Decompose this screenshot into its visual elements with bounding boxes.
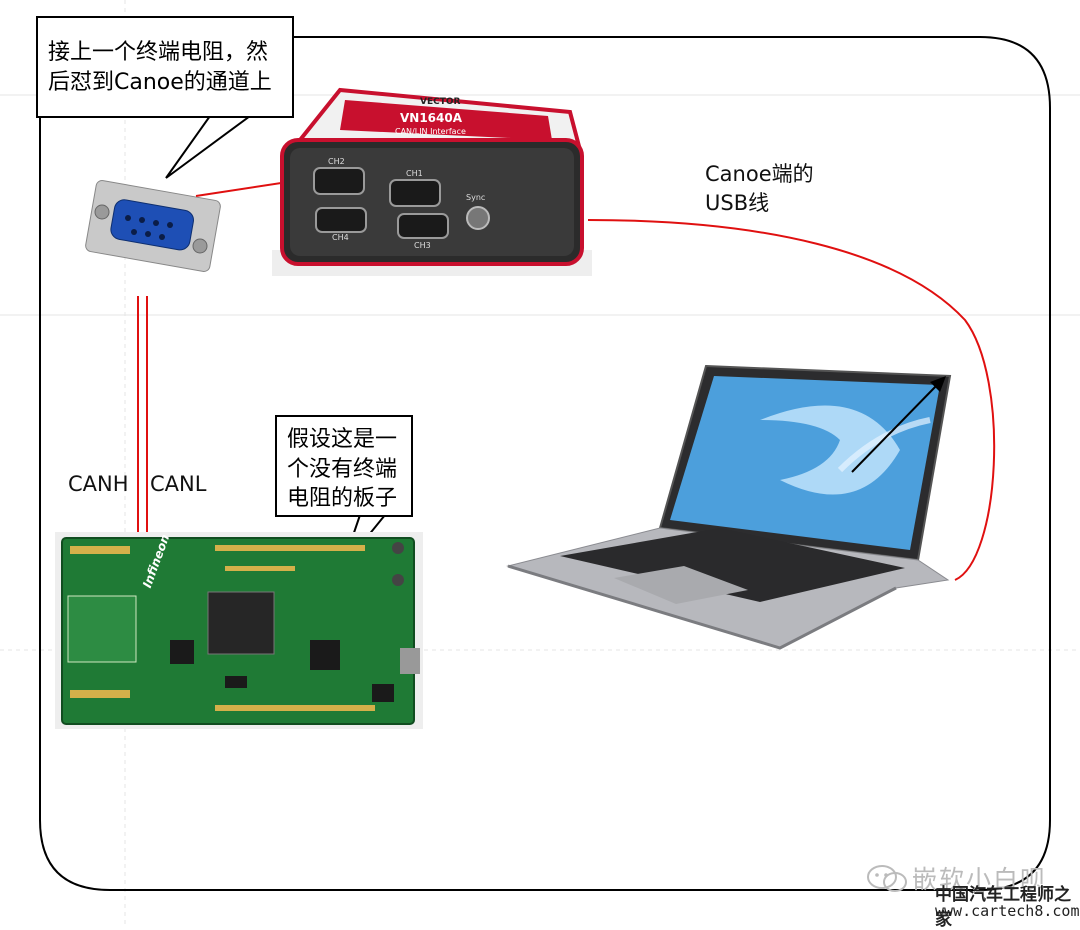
callout-board: 假设这是一个没有终端电阻的板子 <box>275 415 413 517</box>
interface-subtitle: CAN/LIN Interface <box>395 127 466 136</box>
usb-cable-label: Canoe端的USB线 <box>705 162 814 216</box>
callout-board-text: 假设这是一个没有终端电阻的板子 <box>287 427 398 512</box>
watermark-account: 嵌软小白呗 <box>912 865 1048 894</box>
port-ch3 <box>397 213 449 239</box>
callout-terminator-tail <box>165 115 254 179</box>
arrowhead-icon-black <box>930 376 946 392</box>
mcu-chip <box>207 591 275 655</box>
canh-label: CANH <box>68 472 129 496</box>
infineon-board: Infineon <box>55 532 423 729</box>
callout-terminator: 接上一个终端电阻，然后怼到Canoe的通道上 <box>36 16 294 118</box>
usb-cable <box>587 219 996 581</box>
watermark-site-name: 中国汽车工程师之家 <box>935 885 1071 930</box>
db9-terminator-icon <box>85 180 221 272</box>
callout-terminator-text: 接上一个终端电阻，然后怼到Canoe的通道上 <box>48 40 272 95</box>
interface-model: VN1640A <box>400 111 463 125</box>
vn1640a-interface: VECTOR VN1640A CAN/LIN Interface CH2 CH1… <box>272 87 592 276</box>
port-ch2 <box>313 167 365 195</box>
wechat-icon <box>867 865 907 892</box>
port-ch1 <box>389 179 441 207</box>
port-ch4 <box>315 207 367 233</box>
sync-label: Sync <box>466 193 485 202</box>
port-label-ch3: CH3 <box>414 241 431 250</box>
port-label-ch4: CH4 <box>332 233 349 242</box>
watermark-url: www.cartech8.com <box>935 902 1080 920</box>
interface-brand: VECTOR <box>420 97 461 107</box>
port-label-ch1: CH1 <box>406 169 423 178</box>
port-label-ch2: CH2 <box>328 157 345 166</box>
usb-to-laptop-arrow <box>851 383 939 473</box>
sync-port-icon <box>466 206 490 230</box>
laptop-icon <box>506 364 952 650</box>
canl-label: CANL <box>150 472 207 496</box>
